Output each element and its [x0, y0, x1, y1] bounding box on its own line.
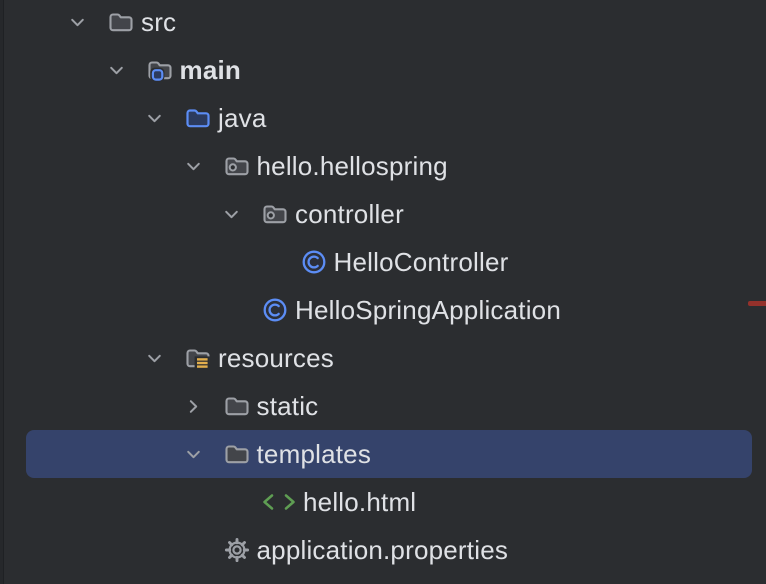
expand-toggle[interactable]: [218, 206, 261, 223]
tree-item-label: HelloSpringApplication: [295, 295, 561, 325]
panel-left-edge: [0, 0, 4, 584]
expand-toggle[interactable]: [64, 14, 107, 31]
tree-row-application-properties[interactable]: application.properties: [0, 526, 766, 574]
tree-item-label: application.properties: [256, 535, 509, 565]
tree-item-label: resources: [218, 343, 334, 373]
tree-row-hello-hellospring[interactable]: hello.hellospring: [0, 142, 766, 190]
package-icon: [223, 152, 251, 180]
package-icon: [261, 200, 289, 228]
folder-icon: [107, 8, 135, 36]
gear-icon: [223, 536, 251, 564]
tree-row-java[interactable]: java: [0, 94, 766, 142]
tree-item-label: hello.html: [303, 487, 417, 517]
tree-item-label: src: [141, 0, 176, 46]
tree-row-hellocontroller[interactable]: HelloController: [0, 238, 766, 286]
folder-icon: [223, 392, 251, 420]
chevron-down-icon: [109, 66, 123, 74]
expand-toggle[interactable]: [180, 446, 223, 463]
tree-row-main[interactable]: main: [0, 46, 766, 94]
tree-row-controller[interactable]: controller: [0, 190, 766, 238]
tree-row-src[interactable]: src: [0, 0, 766, 46]
tree-row-hellospringapplication[interactable]: HelloSpringApplication: [0, 286, 766, 334]
expand-toggle[interactable]: [103, 62, 146, 79]
tree-row-resources[interactable]: resources: [0, 334, 766, 382]
expand-toggle[interactable]: [180, 158, 223, 175]
chevron-right-icon: [189, 399, 197, 413]
tree-item-label: HelloController: [334, 238, 509, 286]
folder-icon: [223, 440, 251, 468]
error-stripe-mark[interactable]: [748, 301, 766, 306]
chevron-down-icon: [148, 354, 161, 362]
tree-item-label: controller: [295, 190, 404, 238]
tree-item-label: hello.hellospring: [257, 142, 448, 190]
expand-toggle[interactable]: [141, 110, 184, 127]
tree-item-label: static: [256, 391, 319, 421]
chevron-down-icon: [148, 114, 161, 122]
expand-toggle[interactable]: [141, 350, 184, 367]
html-file-icon: [261, 488, 297, 516]
chevron-down-icon: [225, 210, 238, 218]
class-icon: [300, 248, 328, 276]
expand-toggle[interactable]: [180, 398, 223, 415]
tree-item-label: main: [180, 46, 241, 94]
chevron-down-icon: [186, 162, 200, 170]
tree-item-label: templates: [256, 439, 372, 469]
tree-row-hello-html[interactable]: hello.html: [0, 478, 766, 526]
sources-folder-icon: [184, 104, 212, 132]
chevron-down-icon: [186, 450, 200, 458]
module-folder-icon: [146, 56, 174, 84]
class-icon: [261, 296, 289, 324]
tree-item-label: java: [218, 94, 267, 142]
resources-folder-icon: [184, 344, 212, 372]
tree-row-templates[interactable]: templates: [0, 430, 766, 478]
chevron-down-icon: [71, 18, 84, 26]
tree-row-static[interactable]: static: [0, 382, 766, 430]
